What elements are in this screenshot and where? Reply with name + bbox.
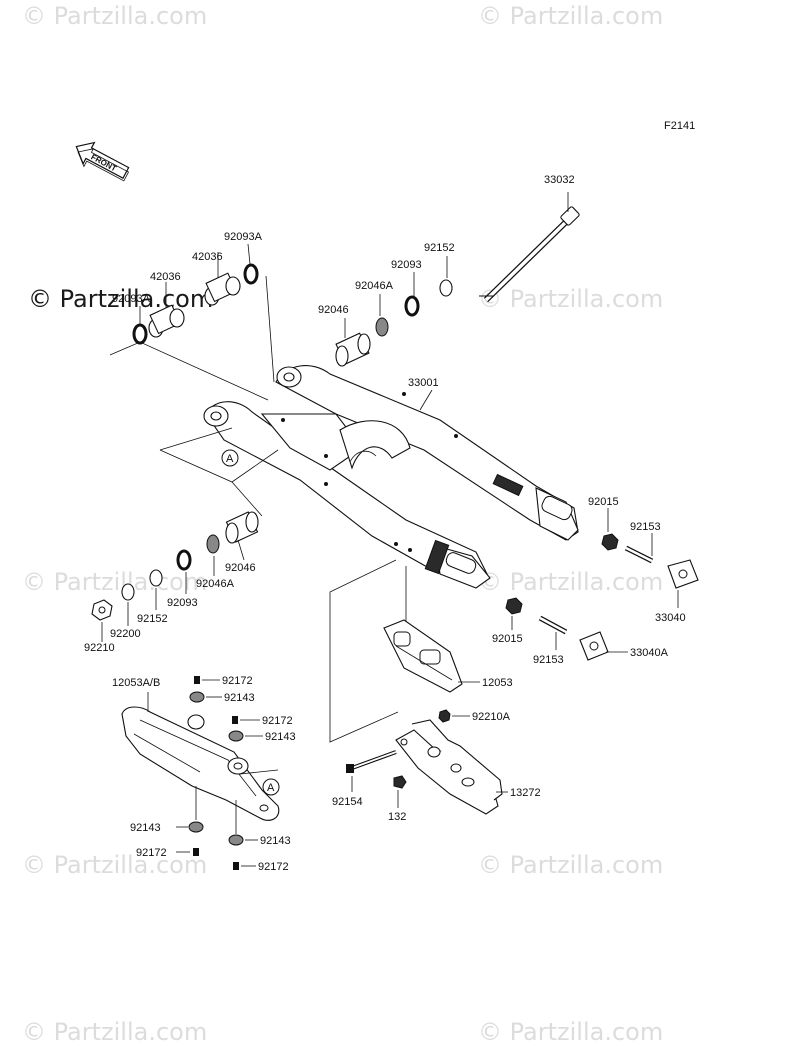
watermark: © Partzilla.com — [478, 568, 663, 596]
part-number: 92046A — [355, 280, 394, 292]
chain-slipper-12053ab[interactable] — [121, 706, 280, 821]
screw-92172-c[interactable] — [193, 848, 199, 856]
chain-adjuster-block-33040[interactable] — [667, 559, 699, 589]
washer-92200[interactable] — [121, 583, 135, 601]
washer-92143-b[interactable] — [228, 730, 244, 742]
watermark: © Partzilla.com — [22, 1018, 207, 1046]
part-number: 92143 — [260, 835, 291, 847]
part-number: 12053A/B — [112, 677, 160, 689]
part-number: 92172 — [222, 675, 253, 687]
watermark-layer: © Partzilla.com © Partzilla.com © Partzi… — [22, 2, 663, 1046]
nut-92210a[interactable] — [438, 709, 451, 723]
part-number: 92153 — [533, 654, 564, 666]
part-number: 92210A — [472, 711, 511, 723]
part-number: 92152 — [137, 613, 168, 625]
seal-92046a-lower[interactable] — [206, 534, 220, 554]
oil-seal-92093a-left[interactable] — [132, 323, 148, 345]
adjuster-bolt-92153-right[interactable] — [624, 533, 654, 564]
part-number: 92152 — [424, 242, 455, 254]
front-arrow-icon: FRONT — [75, 141, 130, 182]
part-number: 92200 — [110, 628, 141, 640]
adjuster-bolt-92153-lower[interactable] — [538, 615, 568, 635]
part-number: 92172 — [258, 861, 289, 873]
part-number: 92015 — [492, 633, 523, 645]
bearing-92046-lower[interactable] — [225, 511, 259, 544]
nut-92015-right[interactable] — [601, 533, 619, 551]
part-number: 12053 — [482, 677, 513, 689]
part-number: 92093A — [224, 231, 263, 243]
part-number: 33040 — [655, 612, 686, 624]
figure-code: F2141 — [664, 120, 695, 132]
nut-92015-lower[interactable] — [505, 597, 523, 615]
part-number: 92143 — [265, 731, 296, 743]
swingarm[interactable] — [203, 365, 579, 589]
svg-text:A: A — [226, 453, 234, 465]
collar-42036-lower[interactable] — [148, 304, 185, 338]
seal-92093-upper[interactable] — [404, 295, 420, 317]
part-number: 13272 — [510, 787, 541, 799]
watermark: © Partzilla.com — [478, 2, 663, 30]
watermark: © Partzilla.com — [22, 2, 207, 30]
seal-92093-lower[interactable] — [176, 549, 192, 571]
washer-92143-d[interactable] — [228, 834, 244, 846]
part-number: 92046 — [225, 562, 256, 574]
chain-guide-bracket-13272[interactable] — [395, 719, 503, 815]
part-number: 42036 — [192, 251, 223, 263]
watermark: © Partzilla.com — [478, 1018, 663, 1046]
part-number: 132 — [388, 811, 406, 823]
washer-92143-a[interactable] — [189, 691, 205, 703]
watermark: © Partzilla.com — [28, 285, 213, 313]
part-number: 92143 — [130, 822, 161, 834]
part-number: 33001 — [408, 377, 439, 389]
part-number: 92154 — [332, 796, 363, 808]
part-number: 42036 — [150, 271, 181, 283]
part-number: 92046 — [318, 304, 349, 316]
chain-guide-12053[interactable] — [383, 619, 463, 693]
part-number: 92093 — [391, 259, 422, 271]
collar-92152-upper[interactable] — [439, 279, 453, 297]
part-number: 92143 — [224, 692, 255, 704]
chain-adjuster-block-33040a[interactable] — [579, 631, 609, 661]
part-number: 33032 — [544, 174, 575, 186]
collar-42036-upper[interactable] — [204, 272, 241, 306]
screw-92172-a[interactable] — [194, 676, 200, 684]
part-number: 33040A — [630, 647, 669, 659]
part-number: 92172 — [136, 847, 167, 859]
screw-92172-b[interactable] — [232, 716, 238, 724]
watermark: © Partzilla.com — [22, 851, 207, 879]
oil-seal-92093a-top[interactable] — [243, 263, 259, 285]
part-number: 92093A — [112, 293, 151, 305]
svg-text:A: A — [267, 782, 275, 794]
collar-92152-lower[interactable] — [149, 569, 163, 587]
callout-a-lower: A — [262, 778, 280, 796]
part-number: 92015 — [588, 496, 619, 508]
watermark: © Partzilla.com — [22, 568, 207, 596]
part-number: 92210 — [84, 642, 115, 654]
bearing-92046-upper[interactable] — [335, 332, 371, 367]
bolt-92154[interactable] — [346, 750, 397, 773]
callout-a-upper: A — [221, 449, 239, 467]
nut-92210[interactable] — [91, 599, 113, 621]
seal-92046a-upper[interactable] — [375, 317, 389, 337]
part-number: 92172 — [262, 715, 293, 727]
watermark: © Partzilla.com — [478, 851, 663, 879]
part-number: 92093 — [167, 597, 198, 609]
pivot-shaft[interactable] — [479, 192, 580, 303]
part-number: 92153 — [630, 521, 661, 533]
screw-92172-d[interactable] — [233, 862, 239, 870]
watermark: © Partzilla.com — [478, 285, 663, 313]
part-number: 92046A — [196, 578, 235, 590]
bolt-132[interactable] — [393, 775, 407, 789]
washer-92143-c[interactable] — [188, 821, 204, 833]
